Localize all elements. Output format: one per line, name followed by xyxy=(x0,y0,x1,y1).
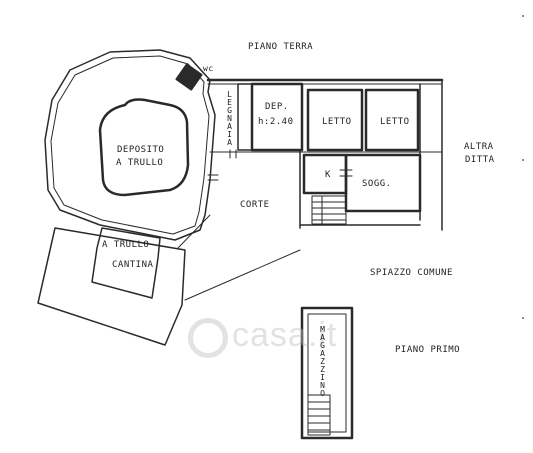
letto1-label: LETTO xyxy=(322,117,352,127)
altra-ditta-line1: ALTRA xyxy=(464,142,494,152)
letto1-room xyxy=(306,88,364,152)
watermark-logo-icon xyxy=(188,318,228,358)
dep-room xyxy=(250,82,304,152)
cantina-room xyxy=(91,227,161,299)
k-label: K xyxy=(325,170,331,180)
deposito-line2: A TRULLO xyxy=(116,158,164,168)
magazzino-label: MAGAZZINO xyxy=(318,325,327,397)
legnaia-wall xyxy=(237,83,253,151)
dep-height-label: h:2.40 xyxy=(258,117,294,127)
corte-line xyxy=(184,249,301,301)
corte-diagonal-wall xyxy=(177,214,211,249)
sogg-room xyxy=(344,153,422,213)
wc-label: wc xyxy=(203,64,214,73)
corte-label: CORTE xyxy=(240,200,270,210)
deposito-trullo-room xyxy=(98,98,190,197)
cantina-diagonal xyxy=(37,227,56,304)
magazzino-room xyxy=(300,306,354,440)
wc-block xyxy=(175,63,203,91)
piano-primo-label: PIANO PRIMO xyxy=(395,345,461,355)
a-trullo-label: A TRULLO xyxy=(102,240,150,250)
magazzino-inner xyxy=(307,313,347,433)
stairs-first xyxy=(307,394,331,436)
altra-ditta-line2: DITTA xyxy=(465,155,495,165)
letto2-room xyxy=(364,88,420,152)
trullo-outer-wall-inner xyxy=(50,55,210,235)
cantina-label: CANTINA xyxy=(112,260,154,270)
spiazzo-comune-label: SPIAZZO COMUNE xyxy=(370,268,453,278)
piano-terra-label: PIANO TERRA xyxy=(248,42,314,52)
sogg-label: SOGG. xyxy=(362,179,392,189)
watermark: casa.it xyxy=(232,316,338,354)
dep-label: DEP. xyxy=(265,102,289,112)
stairs-ground xyxy=(311,195,347,225)
letto2-label: LETTO xyxy=(380,117,410,127)
trullo-outer-wall xyxy=(44,49,216,241)
deposito-line1: DEPOSITO xyxy=(117,145,165,155)
legnaia-label: LEGNAIA xyxy=(225,90,234,146)
door-marks xyxy=(207,149,353,181)
